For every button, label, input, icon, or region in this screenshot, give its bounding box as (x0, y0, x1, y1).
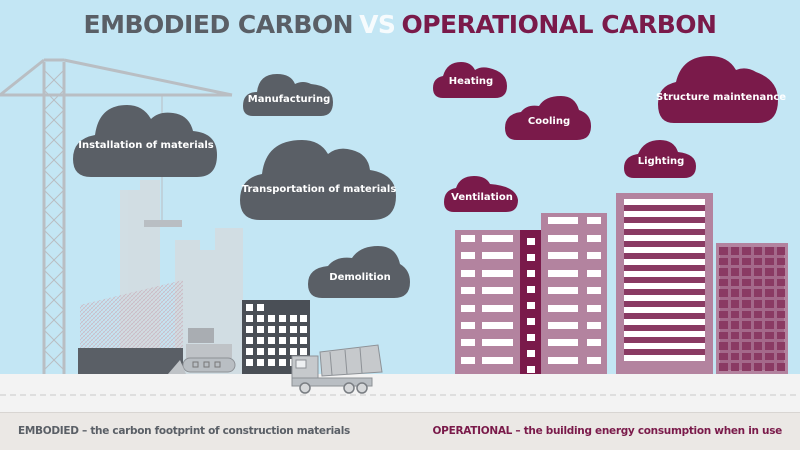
grey-building (242, 300, 310, 375)
cloud-manufacturing: Manufacturing (243, 68, 335, 118)
cloud-label: Installation of materials (78, 140, 214, 151)
fence (80, 280, 183, 348)
cloud-label: Lighting (637, 156, 685, 167)
cloud-icon (73, 105, 217, 177)
cloud-installation: Installation of materials (73, 97, 219, 179)
cloud-icon (444, 176, 518, 212)
cloud-label: Demolition (329, 272, 391, 283)
cloud-label: Ventilation (451, 192, 513, 203)
cloud-icon (433, 62, 507, 98)
cloud-icon (240, 140, 396, 220)
grid-building-windows (719, 247, 785, 371)
cloud-icon (308, 246, 410, 298)
crane-icon (0, 58, 233, 375)
cloud-label: Manufacturing (247, 94, 331, 105)
footer-legend: EMBODIED – the carbon footprint of const… (0, 412, 800, 450)
title-embodied: EMBODIED CARBON (83, 10, 354, 39)
footer-embodied-definition: EMBODIED – the carbon footprint of const… (18, 425, 350, 437)
cloud-lighting: Lighting (624, 138, 698, 180)
title-vs: VS (359, 10, 396, 39)
road (0, 374, 800, 412)
cloud-label: Structure maintenance (656, 92, 787, 103)
cloud-icon (243, 74, 333, 116)
foundation (78, 348, 183, 374)
cloud-label: Cooling (527, 116, 571, 127)
cloud-transportation: Transportation of materials (240, 136, 398, 222)
crane-load (144, 220, 182, 227)
cloud-heating: Heating (433, 58, 509, 100)
cloud-ventilation: Ventilation (444, 172, 520, 214)
cloud-label: Transportation of materials (241, 184, 397, 195)
cloud-label: Heating (448, 76, 494, 87)
cloud-structure-maintenance: Structure maintenance (656, 52, 787, 125)
bulldozer-icon (168, 328, 236, 374)
cloud-icon (624, 140, 696, 178)
cloud-cooling: Cooling (505, 94, 593, 142)
footer-operational-definition: OPERATIONAL – the building energy consum… (432, 425, 783, 437)
cement-truck-icon (291, 344, 383, 394)
title-operational: OPERATIONAL CARBON (401, 10, 717, 39)
cloud-demolition: Demolition (308, 242, 412, 300)
cloud-icon (505, 96, 591, 140)
cloud-icon (658, 56, 778, 123)
operational-buildings (455, 193, 788, 374)
